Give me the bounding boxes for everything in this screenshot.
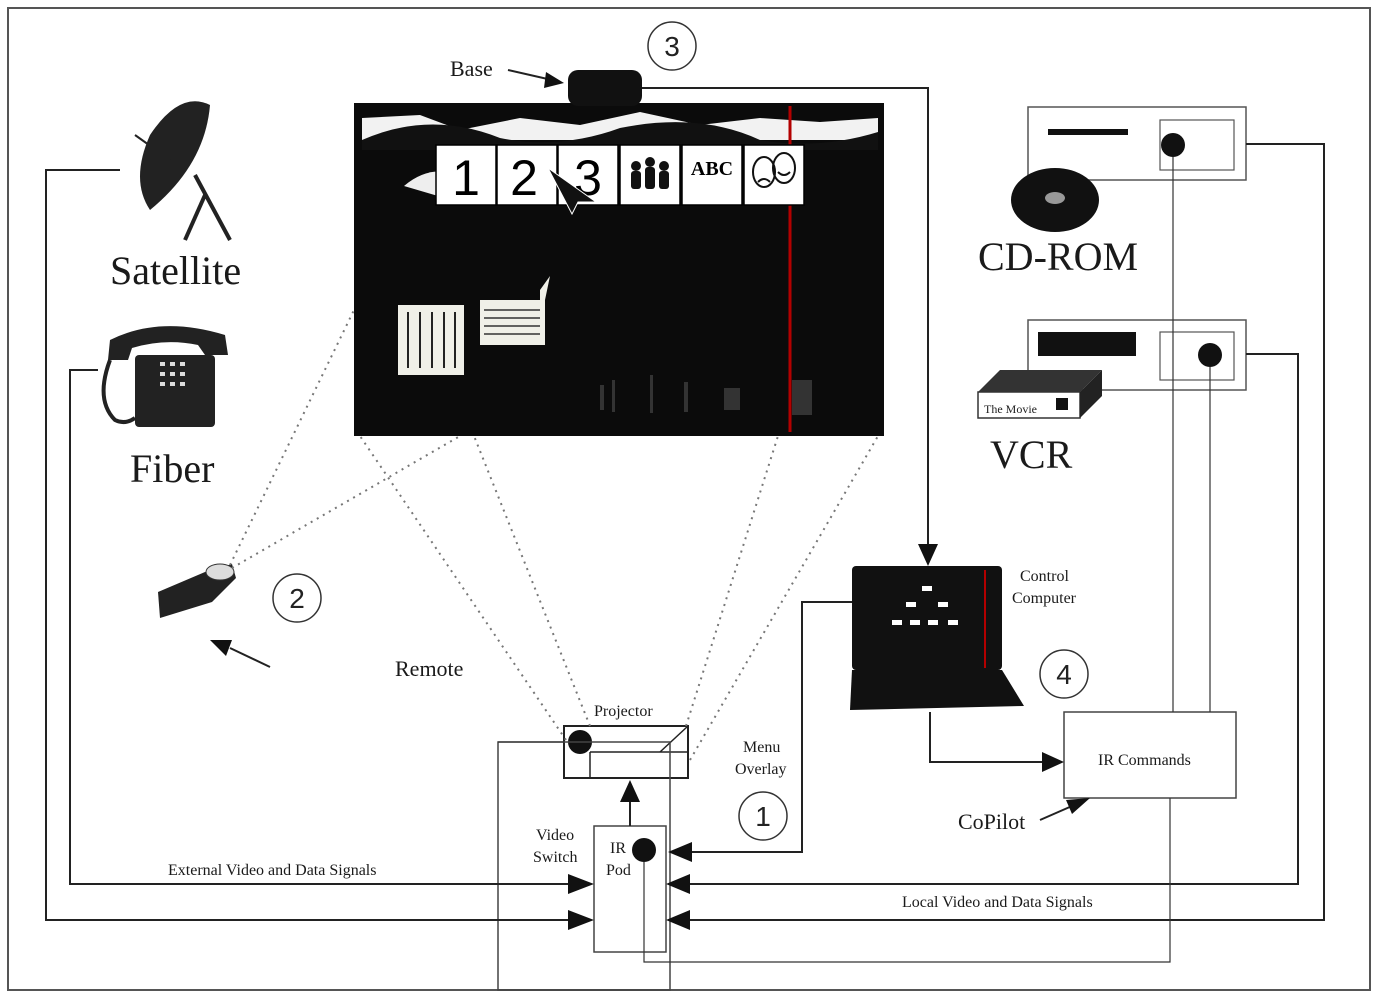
svg-text:4: 4 [1056,659,1072,690]
svg-text:1: 1 [755,801,771,832]
videotape-icon: The Movie [977,370,1102,419]
ir-commands-label: IR Commands [1098,752,1191,769]
menu-overlay-label-2: Overlay [735,761,787,778]
menu-tile-label: ABC [691,158,733,180]
control-computer-label-2: Computer [1012,590,1077,607]
people-icon [631,157,669,189]
step-marker-1: 1 [738,791,788,841]
copilot-label: CoPilot [958,809,1025,834]
ir-pod-box [593,825,667,953]
cd-disc-icon [1011,168,1099,232]
cdrom-label: CD-ROM [978,234,1138,279]
menu-tile[interactable] [743,144,805,206]
satellite-dish-icon [134,101,232,241]
telephone-icon [101,326,228,427]
satellite-label: Satellite [110,248,241,293]
base-label: Base [450,56,493,81]
menu-tile[interactable]: ABC [681,144,743,206]
step-marker-3: 3 [647,21,697,71]
base-unit [568,70,642,106]
menu-tile-label: 2 [510,150,538,206]
svg-text:3: 3 [664,31,680,62]
svg-text:2: 2 [289,583,305,614]
external-signals-label: External Video and Data Signals [168,862,376,879]
ir-pod-label-2: Pod [606,862,631,879]
videotape-label: The Movie [984,402,1037,416]
projector-device [563,725,689,779]
remote-label: Remote [395,656,463,681]
step-marker-4: 4 [1039,649,1089,699]
ir-pod-label-1: IR [610,840,626,857]
document-icon [398,305,464,375]
video-switch-label-1: Video [536,827,574,844]
ir-pod-sensor [632,838,656,862]
menu-overlay-bar: 1 2 3 ABC [435,144,805,216]
fiber-label: Fiber [130,446,214,491]
frame-border [7,7,1371,991]
theater-masks-icon [752,152,796,188]
cursor-arrow-icon [547,167,598,216]
menu-tile[interactable] [619,144,681,206]
spreadsheet-icon [480,276,550,345]
menu-tile[interactable]: 1 [435,144,497,206]
laptop-computer-icon [850,566,1024,710]
video-switch-box [497,741,671,991]
remote-control-icon [158,563,236,618]
vcr-label: VCR [990,432,1073,477]
menu-overlay-label-1: Menu [743,739,780,756]
local-signals-label: Local Video and Data Signals [902,894,1093,911]
ir-commands-box [1063,711,1237,799]
step-marker-2: 2 [272,573,322,623]
cdrom-device [1027,106,1247,181]
video-switch-label-2: Switch [533,849,577,866]
menu-tile-label: 1 [452,150,480,206]
control-computer-label-1: Control [1020,568,1069,585]
menu-tile[interactable]: 2 [496,144,558,206]
projector-label: Projector [594,703,653,720]
